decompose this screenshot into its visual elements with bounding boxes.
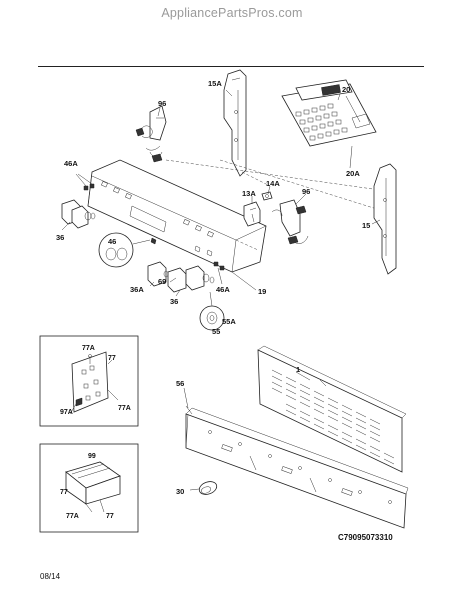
label-46: 46: [108, 237, 116, 246]
label-15: 15: [362, 221, 370, 230]
diagram-code: C79095073310: [338, 533, 393, 542]
label-leaders: [149, 89, 381, 409]
part-30: [189, 481, 218, 495]
label-77-top: 77: [108, 355, 116, 362]
watermark: AppliancePartsPros.com: [161, 6, 303, 20]
knobs-36-left: [61, 199, 96, 231]
part-13a: [243, 201, 261, 227]
label-99: 99: [88, 453, 96, 460]
label-77-bottom: 77: [106, 513, 114, 520]
label-30: 30: [176, 487, 184, 496]
label-46a-lower: 46A: [216, 285, 230, 294]
label-55a: 55A: [222, 317, 236, 326]
wire-harness-96-lower: [271, 199, 309, 245]
label-96-lower: 96: [302, 187, 310, 196]
detail-46: [98, 232, 151, 268]
label-56: 56: [176, 379, 184, 388]
wire-harness-96-upper: [135, 105, 167, 163]
clips-46a-left: [75, 173, 95, 191]
leader-19: [231, 271, 257, 291]
control-board-20: [281, 79, 377, 147]
label-20a: 20A: [346, 169, 360, 178]
control-panel: [87, 159, 267, 273]
panel-56: [185, 405, 409, 529]
label-96-upper: 96: [158, 99, 166, 108]
label-19: 19: [258, 287, 266, 296]
label-36a: 36A: [130, 285, 144, 294]
label-46a-upper: 46A: [64, 159, 78, 168]
label-77-left: 77: [60, 489, 68, 496]
label-55: 55: [212, 327, 220, 336]
label-69: 69: [158, 277, 166, 286]
label-36-left: 36: [56, 233, 64, 242]
header-rule: [38, 66, 424, 67]
label-77a-mid: 77A: [118, 405, 131, 412]
label-36-middle: 36: [170, 297, 178, 306]
part-14a: [261, 191, 273, 201]
label-14a: 14A: [266, 179, 280, 188]
label-77a-top: 77A: [82, 345, 95, 352]
inset-box-99: [39, 443, 139, 533]
label-20: 20: [342, 85, 350, 94]
label-15a: 15A: [208, 79, 222, 88]
diagram-date: 08/14: [40, 572, 61, 581]
knobs-36-middle: [147, 261, 215, 293]
label-77a-bottom: 77A: [66, 513, 79, 520]
leader-lines: [165, 159, 381, 251]
bracket-15: [373, 163, 397, 275]
label-13a: 13A: [242, 189, 256, 198]
bracket-15a: [223, 69, 247, 177]
back-panel-1: [257, 345, 407, 473]
label-97a: 97A: [60, 409, 73, 416]
inset-box-97a: [39, 335, 139, 427]
label-1: 1: [296, 365, 300, 374]
detail-55: [199, 291, 225, 331]
clips-46a-bottom: [213, 261, 225, 285]
